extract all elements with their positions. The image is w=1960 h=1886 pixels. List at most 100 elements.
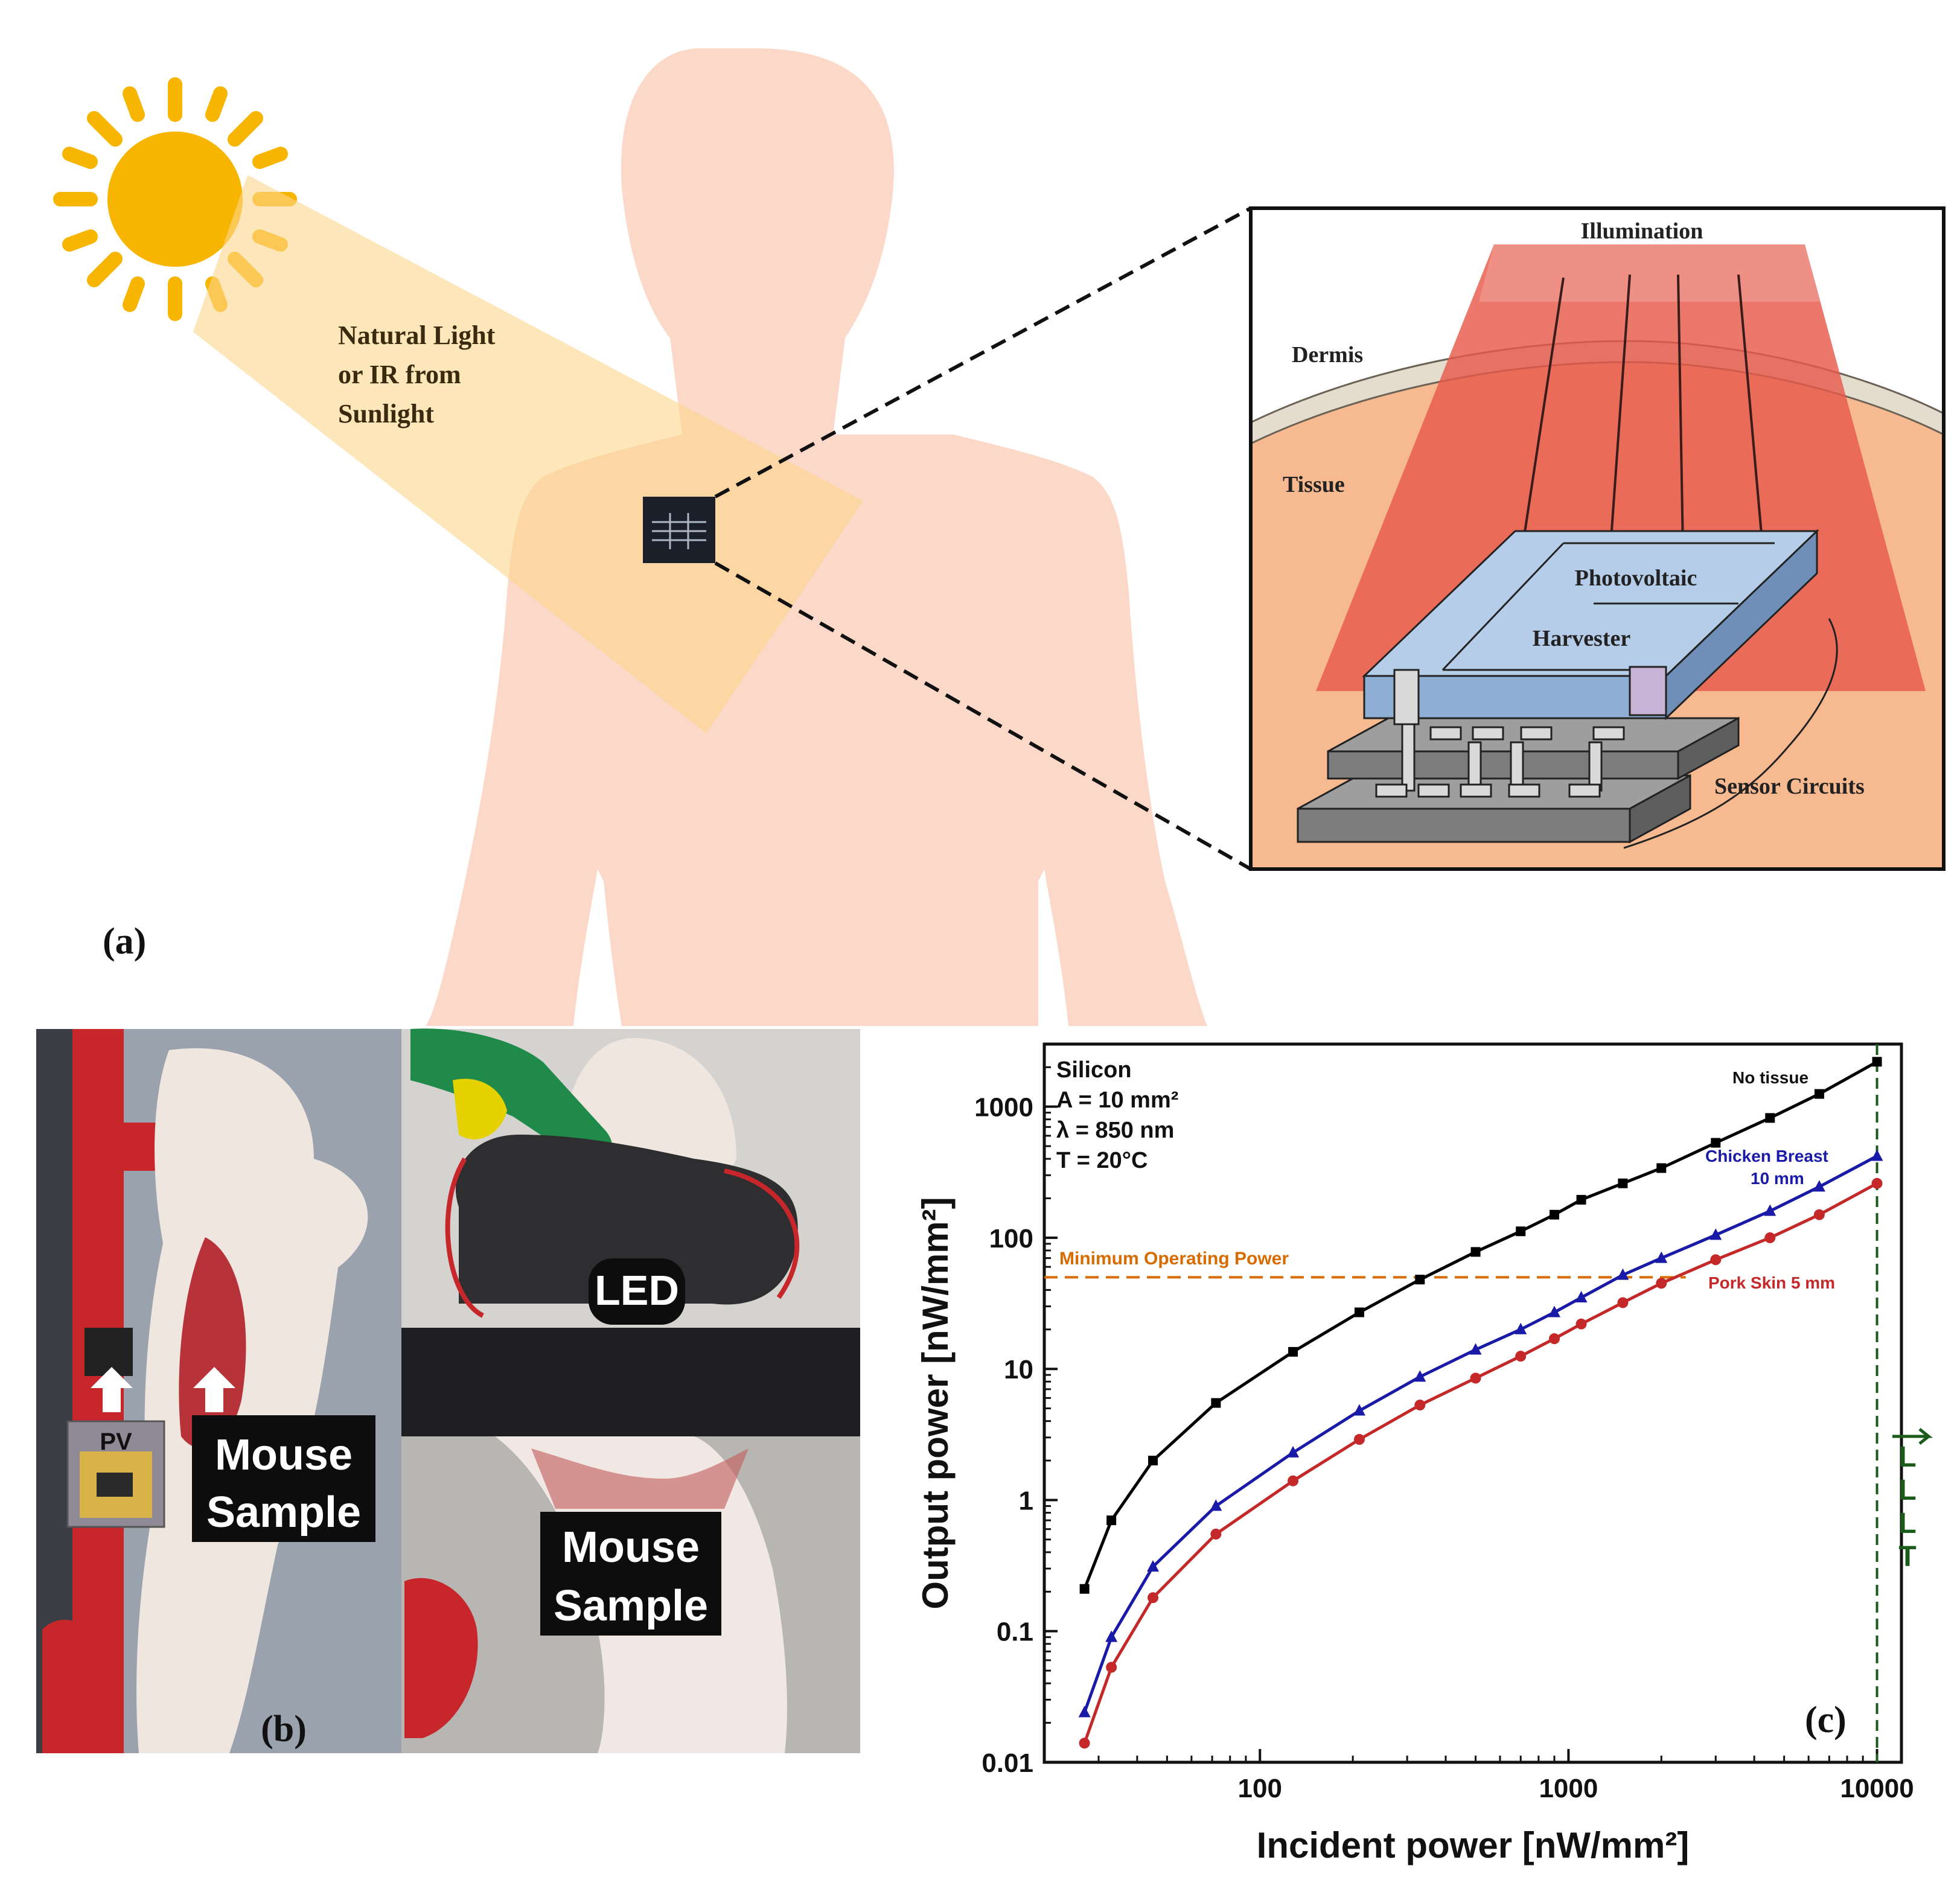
data-point-no-tissue	[1516, 1226, 1526, 1237]
photo-left: PV Mouse Sample (b)	[36, 1029, 401, 1753]
data-point-no-tissue	[1106, 1515, 1117, 1526]
data-point-no-tissue	[1618, 1178, 1628, 1188]
sensor-circuits-label: Sensor Circuits	[1714, 774, 1865, 799]
data-point-no-tissue	[1148, 1456, 1158, 1466]
y-tick-label: 0.1	[997, 1617, 1033, 1647]
sensor-circuits-brace	[1623, 618, 1838, 849]
data-point-no-tissue	[1656, 1163, 1667, 1173]
panel-b-label: (b)	[261, 1709, 307, 1750]
data-point-no-tissue	[1211, 1398, 1221, 1408]
data-point-no-tissue	[1872, 1057, 1882, 1067]
data-point-pork-skin-5-mm	[1079, 1738, 1090, 1749]
data-point-pork-skin-5-mm	[1515, 1351, 1527, 1362]
data-point-pork-skin-5-mm	[1288, 1475, 1299, 1486]
harvester-label-line1: Photovoltaic	[1575, 565, 1697, 591]
data-point-chicken-breast-10-mm	[1078, 1706, 1091, 1718]
pv-chip-icon	[66, 1420, 165, 1528]
photo-right: LED Mouse Sample	[401, 1028, 860, 1753]
lllt-arrow-icon	[1892, 1428, 1933, 1445]
data-point-chicken-breast-10-mm	[1469, 1343, 1482, 1355]
data-point-chicken-breast-10-mm	[1871, 1149, 1883, 1161]
zoom-lines	[714, 206, 1252, 871]
series-label-chicken-line1: Chicken Breast	[1705, 1147, 1828, 1165]
lllt-letter-1: L	[1898, 1441, 1916, 1473]
data-point-no-tissue	[1550, 1209, 1560, 1220]
light-beam	[193, 175, 863, 733]
connector-pads	[1393, 666, 1667, 725]
series-label-chicken-line2: 10 mm	[1751, 1169, 1804, 1188]
mouse-sample-label-right-line1: Mouse	[562, 1523, 700, 1572]
mouse-sample-label-left-line1: Mouse	[215, 1431, 353, 1479]
data-point-no-tissue	[1079, 1584, 1090, 1594]
series-label-pork: Pork Skin 5 mm	[1708, 1273, 1835, 1292]
data-point-chicken-breast-10-mm	[1515, 1322, 1527, 1334]
data-point-no-tissue	[1576, 1194, 1586, 1205]
data-point-chicken-breast-10-mm	[1414, 1370, 1426, 1382]
mouse-sample-label-left-line2: Sample	[206, 1488, 361, 1537]
y-tick-label: 1	[1019, 1486, 1033, 1515]
condition-temperature: T = 20°C	[1056, 1148, 1148, 1173]
data-point-pork-skin-5-mm	[1575, 1318, 1587, 1330]
data-point-chicken-breast-10-mm	[1709, 1228, 1722, 1240]
implant-chip	[643, 497, 715, 563]
data-point-pork-skin-5-mm	[1617, 1297, 1629, 1308]
panel-c-label: (c)	[1805, 1700, 1847, 1741]
light-caption-line2: or IR from	[338, 360, 461, 389]
data-point-no-tissue	[1470, 1247, 1481, 1257]
y-tick-label: 10	[1004, 1355, 1033, 1384]
pv-label: PV	[100, 1429, 132, 1455]
tissue-label: Tissue	[1283, 472, 1345, 497]
panel-a-label: (a)	[103, 921, 146, 962]
data-point-pork-skin-5-mm	[1764, 1232, 1776, 1243]
data-point-chicken-breast-10-mm	[1210, 1499, 1222, 1511]
data-point-no-tissue	[1814, 1089, 1824, 1099]
data-point-chicken-breast-10-mm	[1813, 1180, 1825, 1192]
mouse-sample-label-right-line2: Sample	[554, 1582, 708, 1630]
data-point-chicken-breast-10-mm	[1147, 1559, 1160, 1572]
data-point-pork-skin-5-mm	[1414, 1400, 1426, 1411]
x-tick-label: 1000	[1539, 1774, 1598, 1803]
data-point-chicken-breast-10-mm	[1575, 1290, 1588, 1302]
y-tick-label: 1000	[974, 1093, 1033, 1123]
data-point-pork-skin-5-mm	[1710, 1254, 1722, 1266]
threshold-label: Minimum Operating Power	[1059, 1249, 1289, 1269]
condition-wavelength: λ = 850 nm	[1056, 1118, 1174, 1143]
lllt-letter-4: T	[1898, 1541, 1916, 1573]
data-point-chicken-breast-10-mm	[1287, 1445, 1300, 1458]
y-axis-title: Output power [nW/mm²]	[915, 1197, 956, 1609]
data-point-chicken-breast-10-mm	[1617, 1268, 1629, 1280]
light-caption-line1: Natural Light	[338, 320, 496, 350]
data-point-pork-skin-5-mm	[1106, 1661, 1117, 1673]
condition-material: Silicon	[1056, 1057, 1132, 1083]
x-axis-title: Incident power [nW/mm²]	[1257, 1825, 1690, 1865]
data-point-pork-skin-5-mm	[1210, 1528, 1222, 1540]
dermis-label: Dermis	[1292, 342, 1363, 368]
data-point-chicken-breast-10-mm	[1353, 1404, 1365, 1416]
data-point-chicken-breast-10-mm	[1105, 1630, 1118, 1642]
data-point-pork-skin-5-mm	[1148, 1592, 1159, 1604]
plot-frame	[1042, 1042, 1903, 1764]
vias	[1375, 723, 1625, 798]
panel-b: PV Mouse Sample (b) LED	[36, 1028, 860, 1753]
data-point-pork-skin-5-mm	[1813, 1209, 1825, 1220]
condition-area: A = 10 mm²	[1056, 1088, 1178, 1113]
data-point-no-tissue	[1354, 1307, 1364, 1317]
data-point-no-tissue	[1288, 1346, 1298, 1357]
data-point-pork-skin-5-mm	[1871, 1177, 1883, 1189]
data-point-pork-skin-5-mm	[1656, 1278, 1667, 1289]
led-label: LED	[595, 1267, 679, 1314]
data-point-no-tissue	[1711, 1138, 1721, 1148]
y-tick-label: 100	[989, 1224, 1033, 1254]
harvester-label-line2: Harvester	[1533, 626, 1631, 651]
data-point-pork-skin-5-mm	[1549, 1333, 1560, 1345]
illumination-label: Illumination	[1581, 218, 1703, 244]
harvester-chip	[1362, 529, 1819, 721]
y-tick-label: 0.01	[982, 1748, 1033, 1778]
x-tick-label: 100	[1238, 1774, 1282, 1803]
data-point-chicken-breast-10-mm	[1764, 1204, 1776, 1216]
data-point-no-tissue	[1415, 1275, 1425, 1285]
series-line-no-tissue	[1083, 1060, 1878, 1590]
device-inset: Illumination Dermis Tissue Photovoltaic …	[1249, 206, 1946, 871]
